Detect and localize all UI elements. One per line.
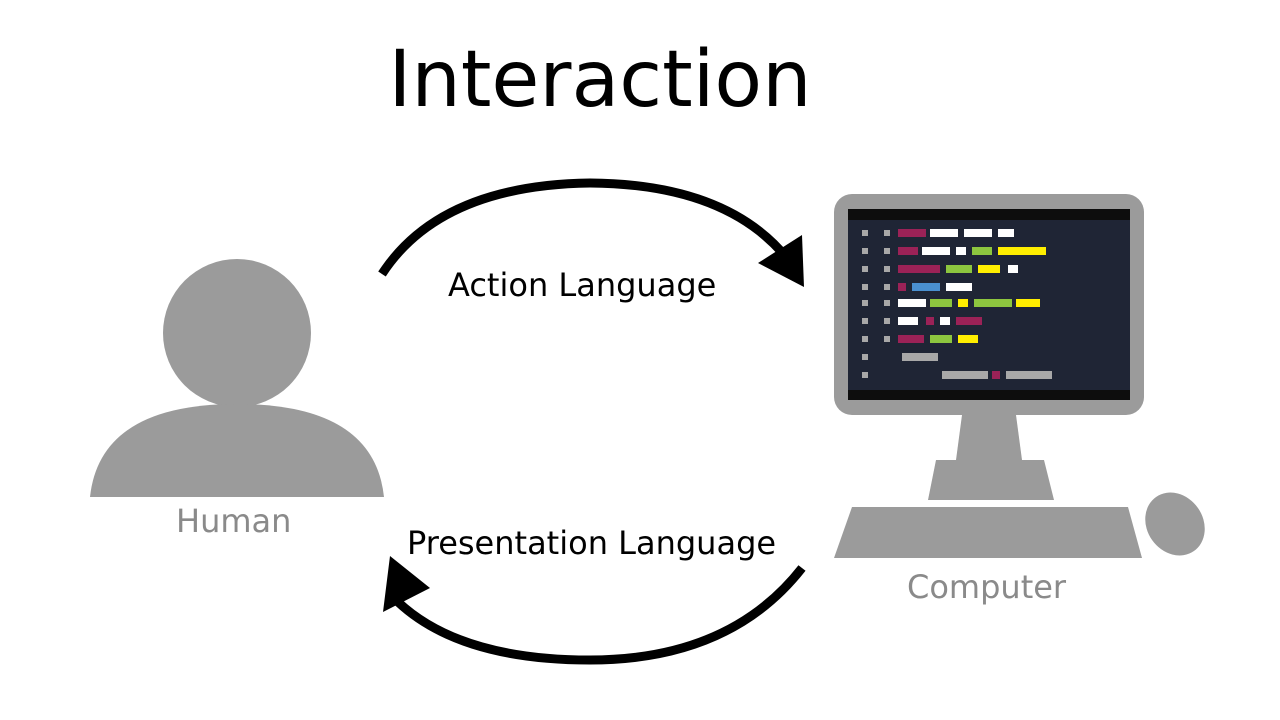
person-icon — [90, 259, 384, 497]
person-body — [90, 404, 384, 497]
presentation-arrowhead — [383, 556, 430, 612]
presentation-arrow — [383, 556, 806, 665]
action-arrow — [378, 178, 804, 287]
person-head — [163, 259, 311, 407]
monitor-stand-neck — [956, 415, 1022, 460]
action-arrowhead — [758, 235, 804, 287]
keyboard-icon — [834, 507, 1142, 558]
mouse-icon — [1145, 492, 1205, 556]
code-gutter — [862, 230, 890, 378]
presentation-language-label: Presentation Language — [407, 524, 777, 562]
diagram-title: Interaction — [388, 35, 812, 125]
action-language-label: Action Language — [448, 266, 717, 304]
computer-label: Computer — [907, 568, 1067, 606]
presentation-arrow-curve — [394, 565, 806, 665]
action-arrow-curve — [378, 178, 794, 277]
human-label: Human — [176, 502, 292, 540]
monitor-stand-base — [928, 460, 1054, 500]
desktop-computer-icon — [834, 194, 1205, 558]
code-lines — [862, 229, 1052, 379]
